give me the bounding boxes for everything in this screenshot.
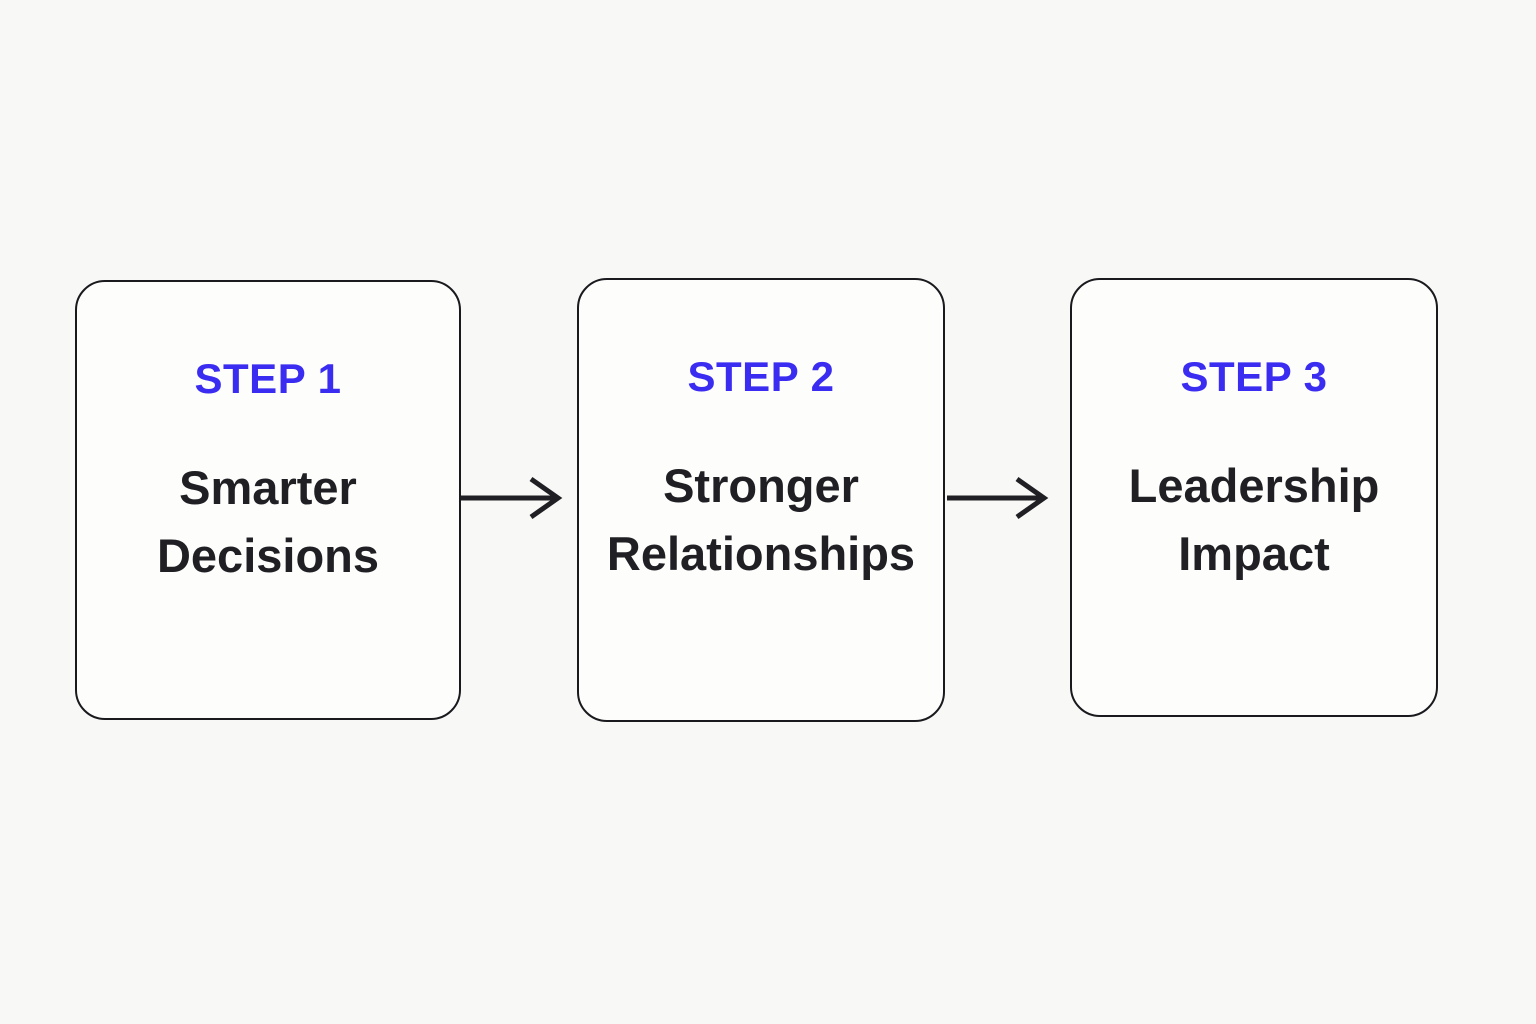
step-3-label: STEP 3 [1180,353,1328,400]
step-3-title: Leadership Impact [1128,459,1380,581]
step-1-box: STEP 1 Smarter Decisions [75,280,461,720]
arrow-right-icon [461,476,563,520]
step-1-title: Smarter Decisions [156,461,380,583]
step-3-box: STEP 3 Leadership Impact [1070,278,1438,717]
step-1-label: STEP 1 [194,355,342,402]
arrow-right-icon [947,476,1049,520]
step-2-title: Stronger Relationships [606,459,916,581]
step-2-box: STEP 2 Stronger Relationships [577,278,945,722]
step-2-label: STEP 2 [687,353,835,400]
